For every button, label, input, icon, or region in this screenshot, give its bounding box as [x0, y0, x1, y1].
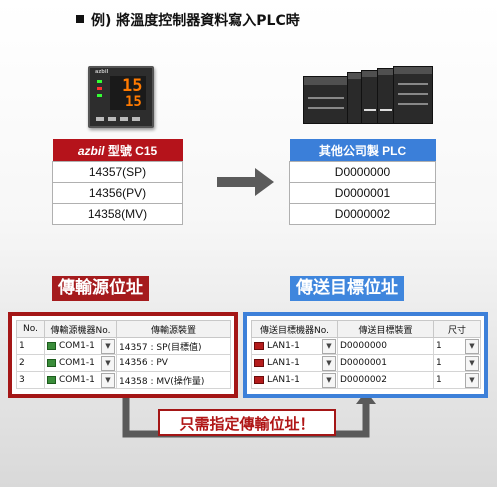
table-row[interactable]: LAN1-1▼ D0000000 1▼ [251, 337, 481, 355]
temperature-controller-image: azbil 15 15 [88, 60, 154, 128]
controller-sp-readout: 15 [125, 94, 142, 110]
row-number: 1 [16, 337, 45, 355]
plc-address-cell: D0000002 [289, 203, 436, 225]
row-number: 3 [16, 371, 45, 389]
col-header-target-address: 傳送目標裝置 [337, 320, 434, 338]
controller-brand-text: azbil [95, 69, 109, 75]
controller-display: 15 15 [110, 76, 146, 110]
chevron-down-icon[interactable]: ▼ [101, 339, 115, 354]
table-row[interactable]: 3 COM1-1▼ 14358 : MV(操作量) [16, 371, 231, 389]
source-device-select[interactable]: COM1-1▼ [44, 354, 117, 372]
com-port-icon [47, 358, 56, 367]
target-address-field[interactable]: D0000000 [337, 337, 434, 355]
lan-port-icon [254, 341, 264, 350]
chevron-down-icon[interactable]: ▼ [465, 356, 479, 371]
col-header-source-device: 傳輸源機器No. [44, 320, 117, 338]
source-address-grid: No. 傳輸源機器No. 傳輸源裝置 1 COM1-1▼ 14357 : SP(… [16, 320, 231, 389]
controller-pv-readout: 15 [122, 76, 143, 96]
col-header-source-address: 傳輸源裝置 [116, 320, 231, 338]
source-address-label: 傳輸源位址 [52, 276, 149, 301]
plc-image [303, 66, 433, 126]
controller-table-header: azbil 型號 C15 [52, 139, 183, 162]
col-header-size: 尺寸 [433, 320, 481, 338]
source-address-field[interactable]: 14357 : SP(目標值) [116, 337, 231, 355]
source-settings-panel: No. 傳輸源機器No. 傳輸源裝置 1 COM1-1▼ 14357 : SP(… [8, 312, 238, 398]
target-device-select[interactable]: LAN1-1▼ [251, 371, 338, 389]
target-grid-header: 傳送目標機器No. 傳送目標裝置 尺寸 [251, 320, 481, 338]
source-grid-header: No. 傳輸源機器No. 傳輸源裝置 [16, 320, 231, 338]
chevron-down-icon[interactable]: ▼ [101, 373, 115, 388]
bullet-square-icon [76, 15, 84, 23]
plc-address-table: 其他公司製 PLC D0000000 D0000001 D0000002 [289, 139, 436, 225]
table-row[interactable]: LAN1-1▼ D0000001 1▼ [251, 354, 481, 372]
table-row[interactable]: 1 COM1-1▼ 14357 : SP(目標值) [16, 337, 231, 355]
plc-table-header: 其他公司製 PLC [289, 139, 436, 162]
source-address-field[interactable]: 14358 : MV(操作量) [116, 371, 231, 389]
com-port-icon [47, 341, 56, 350]
controller-body: azbil 15 15 [88, 66, 154, 128]
controller-address-cell: 14358(MV) [52, 203, 183, 225]
chevron-down-icon[interactable]: ▼ [465, 373, 479, 388]
lan-port-icon [254, 375, 264, 384]
source-device-select[interactable]: COM1-1▼ [44, 371, 117, 389]
target-address-label: 傳送目標位址 [290, 276, 404, 301]
target-device-select[interactable]: LAN1-1▼ [251, 354, 338, 372]
chevron-down-icon[interactable]: ▼ [322, 356, 336, 371]
size-select[interactable]: 1▼ [433, 371, 481, 389]
source-address-field[interactable]: 14356 : PV [116, 354, 231, 372]
target-address-grid: 傳送目標機器No. 傳送目標裝置 尺寸 LAN1-1▼ D0000000 1▼ … [251, 320, 481, 389]
lan-port-icon [254, 358, 264, 367]
table-row[interactable]: 2 COM1-1▼ 14356 : PV [16, 354, 231, 372]
size-select[interactable]: 1▼ [433, 354, 481, 372]
chevron-down-icon[interactable]: ▼ [101, 356, 115, 371]
chevron-down-icon[interactable]: ▼ [465, 339, 479, 354]
target-address-field[interactable]: D0000001 [337, 354, 434, 372]
row-number: 2 [16, 354, 45, 372]
table-row[interactable]: LAN1-1▼ D0000002 1▼ [251, 371, 481, 389]
size-select[interactable]: 1▼ [433, 337, 481, 355]
chevron-down-icon[interactable]: ▼ [322, 373, 336, 388]
col-header-target-device: 傳送目標機器No. [251, 320, 338, 338]
source-device-select[interactable]: COM1-1▼ [44, 337, 117, 355]
controller-address-table: azbil 型號 C15 14357(SP) 14356(PV) 14358(M… [52, 139, 183, 225]
controller-address-cell: 14356(PV) [52, 182, 183, 204]
col-header-no: No. [16, 320, 45, 338]
plc-address-cell: D0000000 [289, 161, 436, 183]
target-address-field[interactable]: D0000002 [337, 371, 434, 389]
plc-address-cell: D0000001 [289, 182, 436, 204]
com-port-icon [47, 375, 56, 384]
controller-address-cell: 14357(SP) [52, 161, 183, 183]
chevron-down-icon[interactable]: ▼ [322, 339, 336, 354]
page-title: 例) 將溫度控制器資料寫入PLC時 [76, 10, 300, 30]
target-settings-panel: 傳送目標機器No. 傳送目標裝置 尺寸 LAN1-1▼ D0000000 1▼ … [243, 312, 488, 398]
callout-message: 只需指定傳輸位址！ [158, 409, 336, 436]
target-device-select[interactable]: LAN1-1▼ [251, 337, 338, 355]
arrow-right-icon [217, 168, 274, 196]
